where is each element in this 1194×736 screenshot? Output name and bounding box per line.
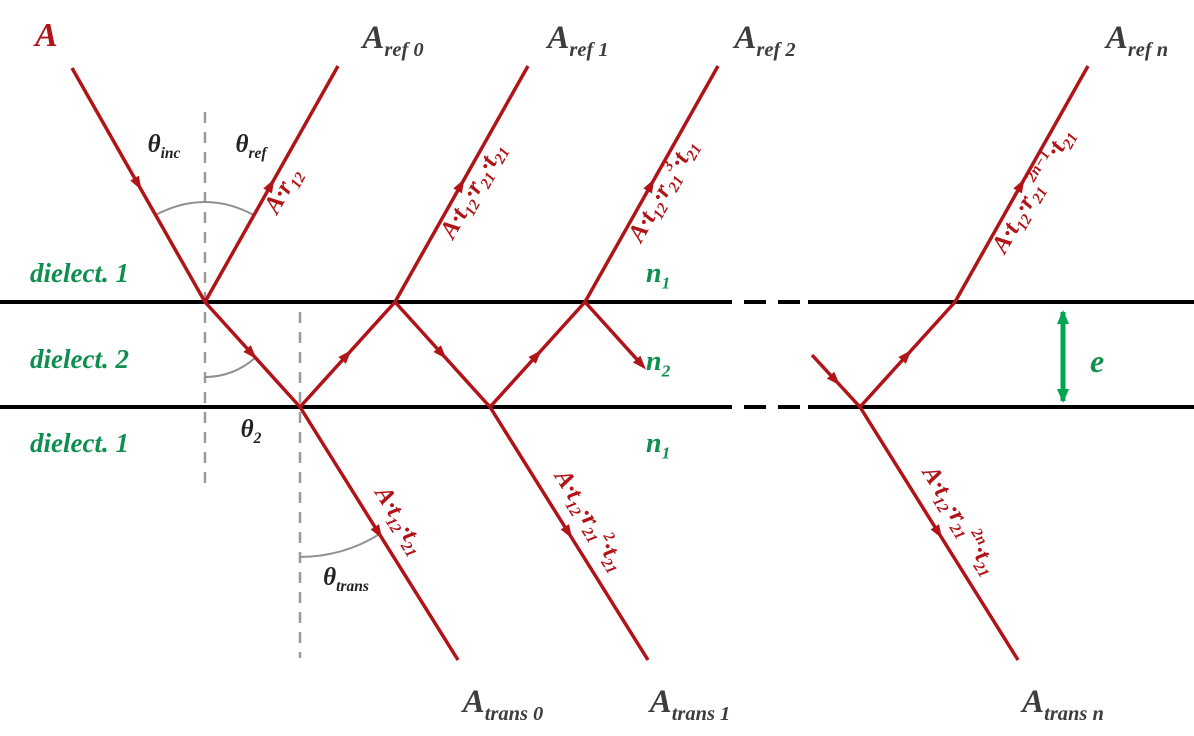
internal-ray-up-2 — [488, 300, 587, 409]
index-label-n1-bottom: n1 — [646, 428, 670, 463]
transmitted-ray-1 — [488, 406, 650, 661]
internal-ray-continuation — [583, 300, 647, 370]
ray-coefficient-refn: A·t12·r212n−1·t21 — [984, 122, 1082, 261]
medium-label-middle: dielect. 2 — [30, 344, 129, 374]
reflected-ray-1 — [393, 65, 530, 303]
incoming-internal-ray-n — [810, 353, 862, 409]
internal-ray-up-1 — [298, 300, 397, 409]
angle-incident-label: θinc — [148, 131, 181, 162]
rays — [70, 65, 1090, 661]
incident-reflected-angle-arc — [155, 201, 255, 217]
internal-ray-up-n — [858, 300, 957, 409]
incident-ray — [70, 67, 207, 303]
transmission-angle-arc — [299, 533, 381, 558]
reflected-amplitude-label-0: Aref 0 — [360, 20, 423, 61]
angle-refracted-label: θ2 — [241, 416, 262, 447]
thickness-label: e — [1090, 343, 1104, 379]
transmitted-amplitude-label-0: Atrans 0 — [461, 684, 544, 725]
index-label-n2: n2 — [646, 346, 671, 381]
transmitted-amplitude-label-n: Atrans n — [1020, 684, 1104, 725]
reflected-ray-2 — [583, 65, 720, 303]
angle-transmitted-label: θtrans — [323, 564, 369, 595]
ray-coefficient-ref0: A·r12 — [258, 162, 310, 221]
incident-amplitude-label: A — [33, 17, 58, 54]
interface-lines — [0, 300, 1194, 409]
transmitted-ray-0 — [298, 406, 460, 661]
refraction-angle-arc — [204, 356, 256, 378]
transmitted-ray-n — [858, 406, 1020, 661]
angle-arcs — [155, 201, 381, 558]
reflected-ray-n — [953, 65, 1090, 303]
ray-coefficient-trans1: A·t12·r212·t21 — [544, 462, 633, 577]
reflected-amplitude-label-1: Aref 1 — [545, 20, 608, 61]
ray-coefficient-ref2: A·t12·r213·t21 — [620, 133, 705, 250]
internal-ray-down-1 — [393, 300, 492, 409]
ray-coefficient-trans0: A·t12·t21 — [365, 480, 432, 561]
medium-label-bottom: dielect. 1 — [30, 428, 129, 458]
index-label-n1-top: n1 — [646, 258, 670, 293]
transmitted-amplitude-label-1: Atrans 1 — [648, 684, 731, 725]
angle-reflected-label: θref — [235, 131, 268, 162]
medium-label-top: dielect. 1 — [30, 258, 129, 288]
reflected-amplitude-label-n: Aref n — [1104, 20, 1168, 61]
internal-ray-down-0 — [203, 300, 302, 409]
reflected-ray-0 — [203, 65, 340, 303]
reflected-amplitude-label-2: Aref 2 — [732, 20, 795, 61]
ray-coefficient-ref1: A·t12·r21·t21 — [434, 138, 514, 247]
